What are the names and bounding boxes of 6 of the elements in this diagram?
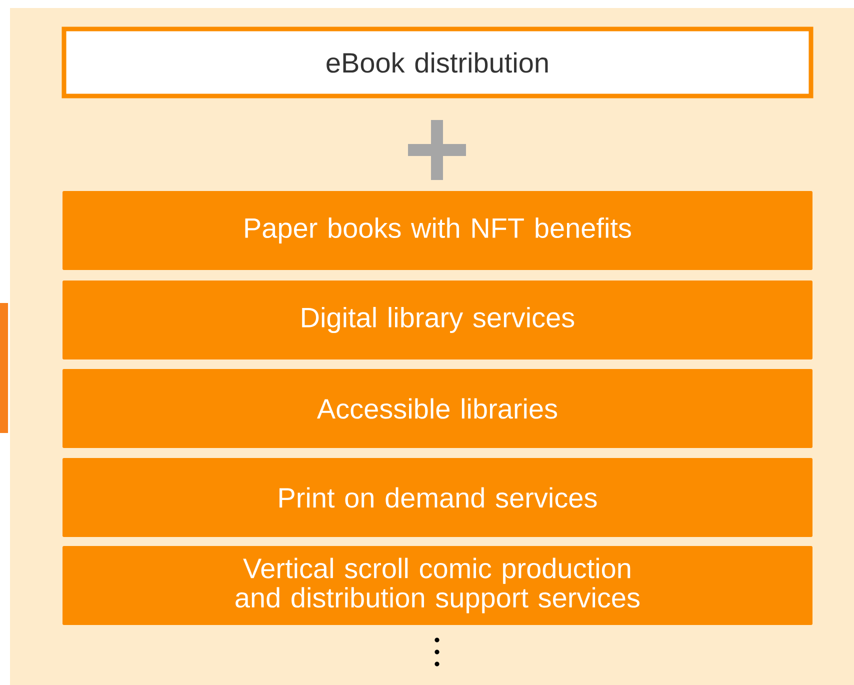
header-box: eBook distribution [62, 26, 814, 98]
service-box: Accessible libraries [62, 369, 812, 448]
service-box: Paper books with NFT benefits [62, 191, 812, 270]
service-box: Vertical scroll comic production and distribution support services [62, 546, 812, 625]
service-box: Digital library services [62, 280, 812, 360]
service-box: Print on demand services [62, 458, 812, 537]
